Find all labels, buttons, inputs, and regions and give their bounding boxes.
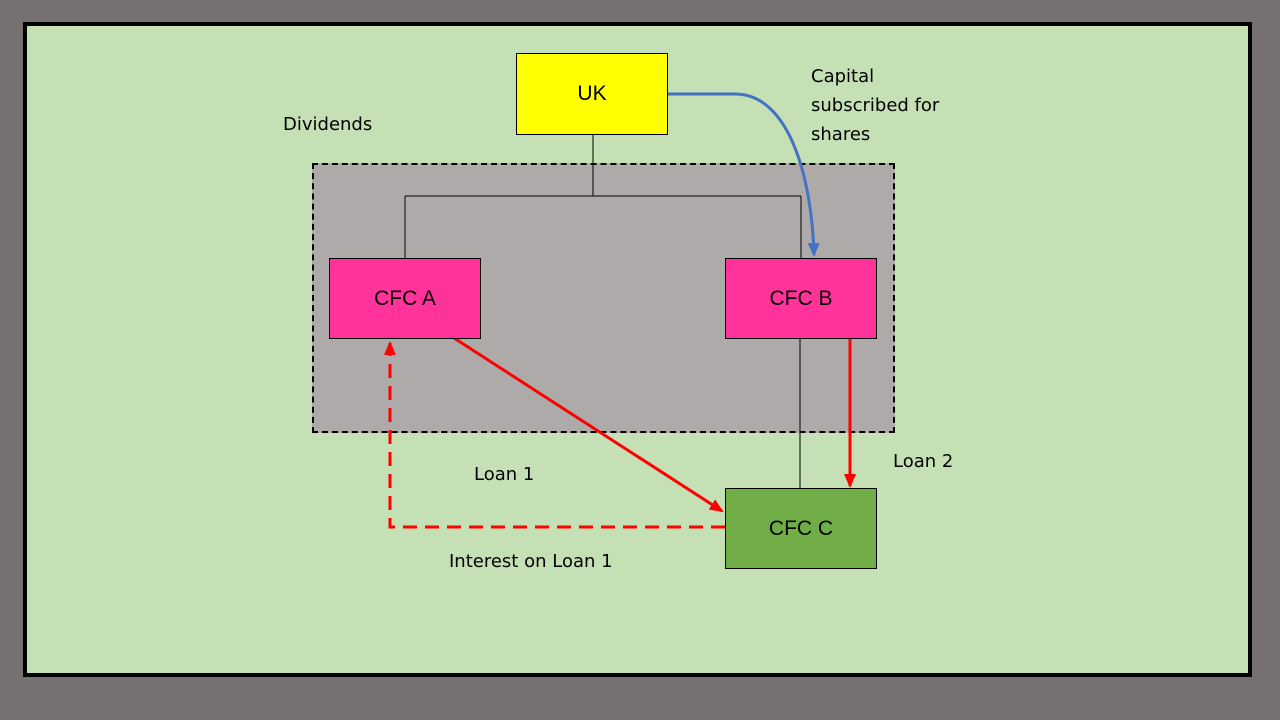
node-uk: UK [516, 53, 668, 135]
loan1-label: Loan 1 [474, 464, 535, 485]
loan1-arrow [453, 336, 724, 513]
capital-label-line2: subscribed for [811, 95, 940, 116]
capital-label-line1: Capital [811, 66, 875, 87]
capital-label-line3: shares [811, 124, 871, 145]
interest-label: Interest on Loan 1 [449, 551, 613, 572]
node-uk-label: UK [577, 82, 607, 105]
node-cfc-c-label: CFC C [768, 516, 834, 540]
node-cfc-b-label: CFC B [769, 286, 833, 310]
capital-arrow [668, 92, 820, 257]
loan2-label: Loan 2 [893, 451, 954, 472]
node-cfc-a-label: CFC A [374, 286, 436, 310]
dividends-label: Dividends [283, 114, 373, 135]
node-cfc-a: CFC A [329, 258, 481, 339]
node-cfc-b: CFC B [725, 258, 877, 339]
capital-label: Capital subscribed for shares [811, 62, 939, 149]
node-cfc-c: CFC C [725, 488, 877, 569]
interest-arrow [384, 341, 725, 529]
